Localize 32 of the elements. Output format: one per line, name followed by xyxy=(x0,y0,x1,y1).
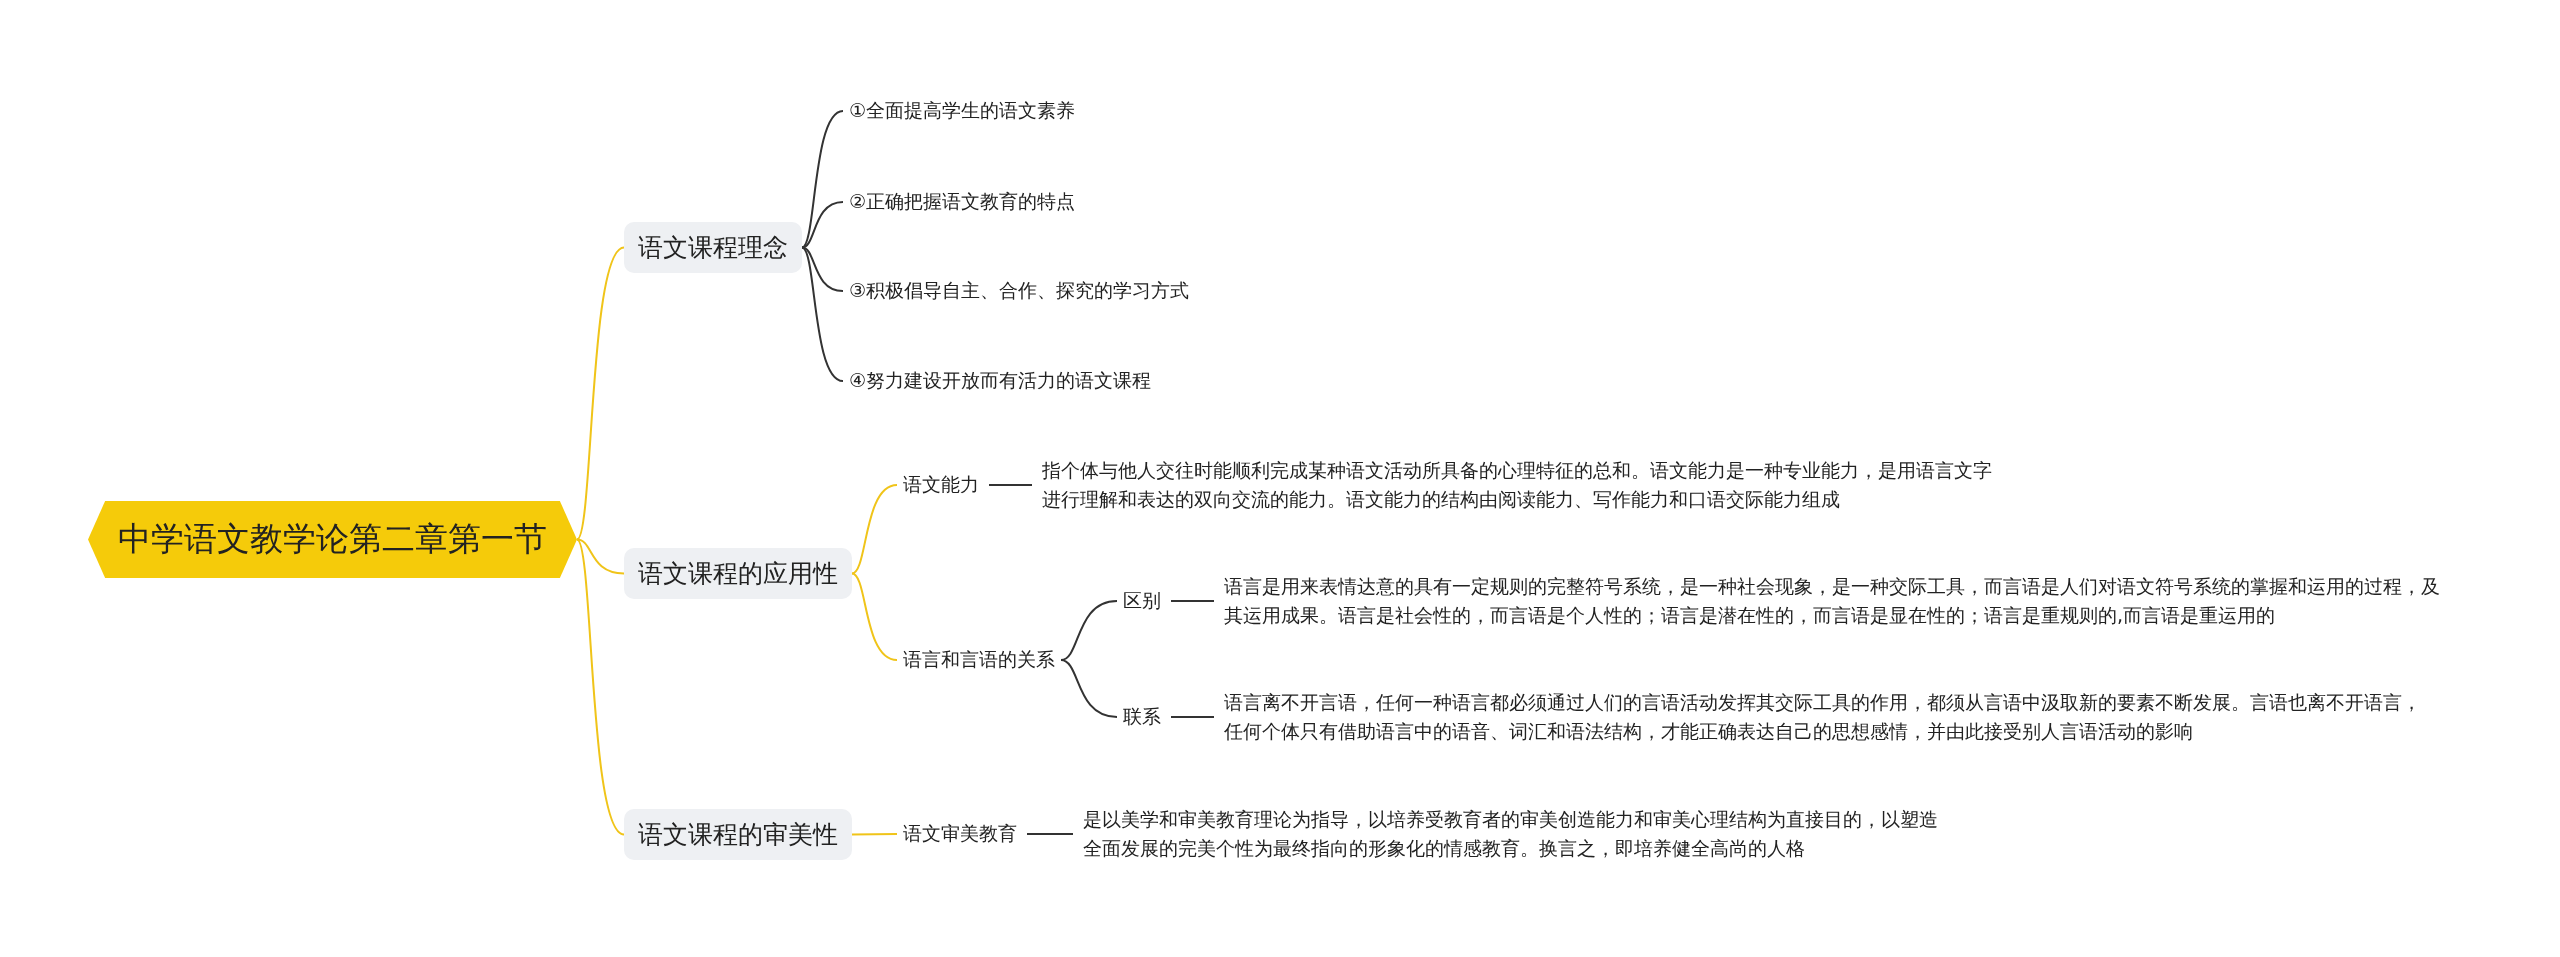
topic-box: 语文课程的审美性 xyxy=(624,808,852,860)
connector-line xyxy=(851,484,898,575)
connector-line xyxy=(801,110,844,249)
subtopic-text: ③积极倡导自主、合作、探究的学习方式 xyxy=(843,276,1196,306)
connector-line xyxy=(1170,600,1215,602)
description-text: 是以美学和审美教育理论为指导，以培养受教育者的审美创造能力和审美心理结构为直接目的，以塑造全面发展的完美个性为最终指向的形象化的情感教育。换言之，即培养健全高尚的人格 xyxy=(1077,805,1957,863)
topic-box: 语文课程的应用性 xyxy=(624,547,852,599)
connector-line xyxy=(576,538,625,836)
subtopic-text: ④努力建设开放而有活力的语文课程 xyxy=(843,366,1158,396)
connector-line xyxy=(1060,659,1118,718)
connector-line xyxy=(801,201,844,249)
connector-line xyxy=(576,246,625,541)
connector-line xyxy=(801,246,844,292)
subtopic-text: 语言和言语的关系 xyxy=(897,645,1061,675)
description-text: 语言离不开言语，任何一种语言都必须通过人们的言语活动发挥其交际工具的作用，都须从言语中汲取新的要素不断发展。言语也离不开语言，任何个体只有借助语言中的语音、词汇和语法结构，才能正确表达自己的思想感情，并由此接受别人言语活动的影响 xyxy=(1218,688,2428,746)
subtopic-text: 区别 xyxy=(1117,586,1167,616)
subtopic-text: 联系 xyxy=(1117,702,1167,732)
subtopic-text: 语文审美教育 xyxy=(897,819,1023,849)
connector-line xyxy=(1026,833,1074,835)
description-text: 指个体与他人交往时能顺利完成某种语文活动所具备的心理特征的总和。语文能力是一种专业能力，是用语言文字进行理解和表达的双向交流的能力。语文能力的结构由阅读能力、写作能力和口语交际能力组成 xyxy=(1036,456,2011,514)
connector-line xyxy=(801,246,844,382)
subtopic-text: 语文能力 xyxy=(897,470,985,500)
description-text: 语言是用来表情达意的具有一定规则的完整符号系统，是一种社会现象，是一种交际工具，而言语是人们对语文符号系统的掌握和运用的过程，及其运用成果。语言是社会性的，而言语是个人性的；语言是潜在性的，而言语是显在性的；语言是重规则的,而言语是重运用的 xyxy=(1218,572,2463,630)
subtopic-text: ②正确把握语文教育的特点 xyxy=(843,187,1082,217)
connector-line xyxy=(1170,716,1215,718)
connector-line xyxy=(851,572,898,661)
central-topic-hexagon: 中学语文教学论第二章第一节 xyxy=(88,500,577,578)
connector-line xyxy=(576,538,625,575)
subtopic-text: ①全面提高学生的语文素养 xyxy=(843,96,1082,126)
connector-line xyxy=(988,484,1033,486)
connector-line xyxy=(851,833,898,836)
topic-box: 语文课程理念 xyxy=(624,221,802,273)
